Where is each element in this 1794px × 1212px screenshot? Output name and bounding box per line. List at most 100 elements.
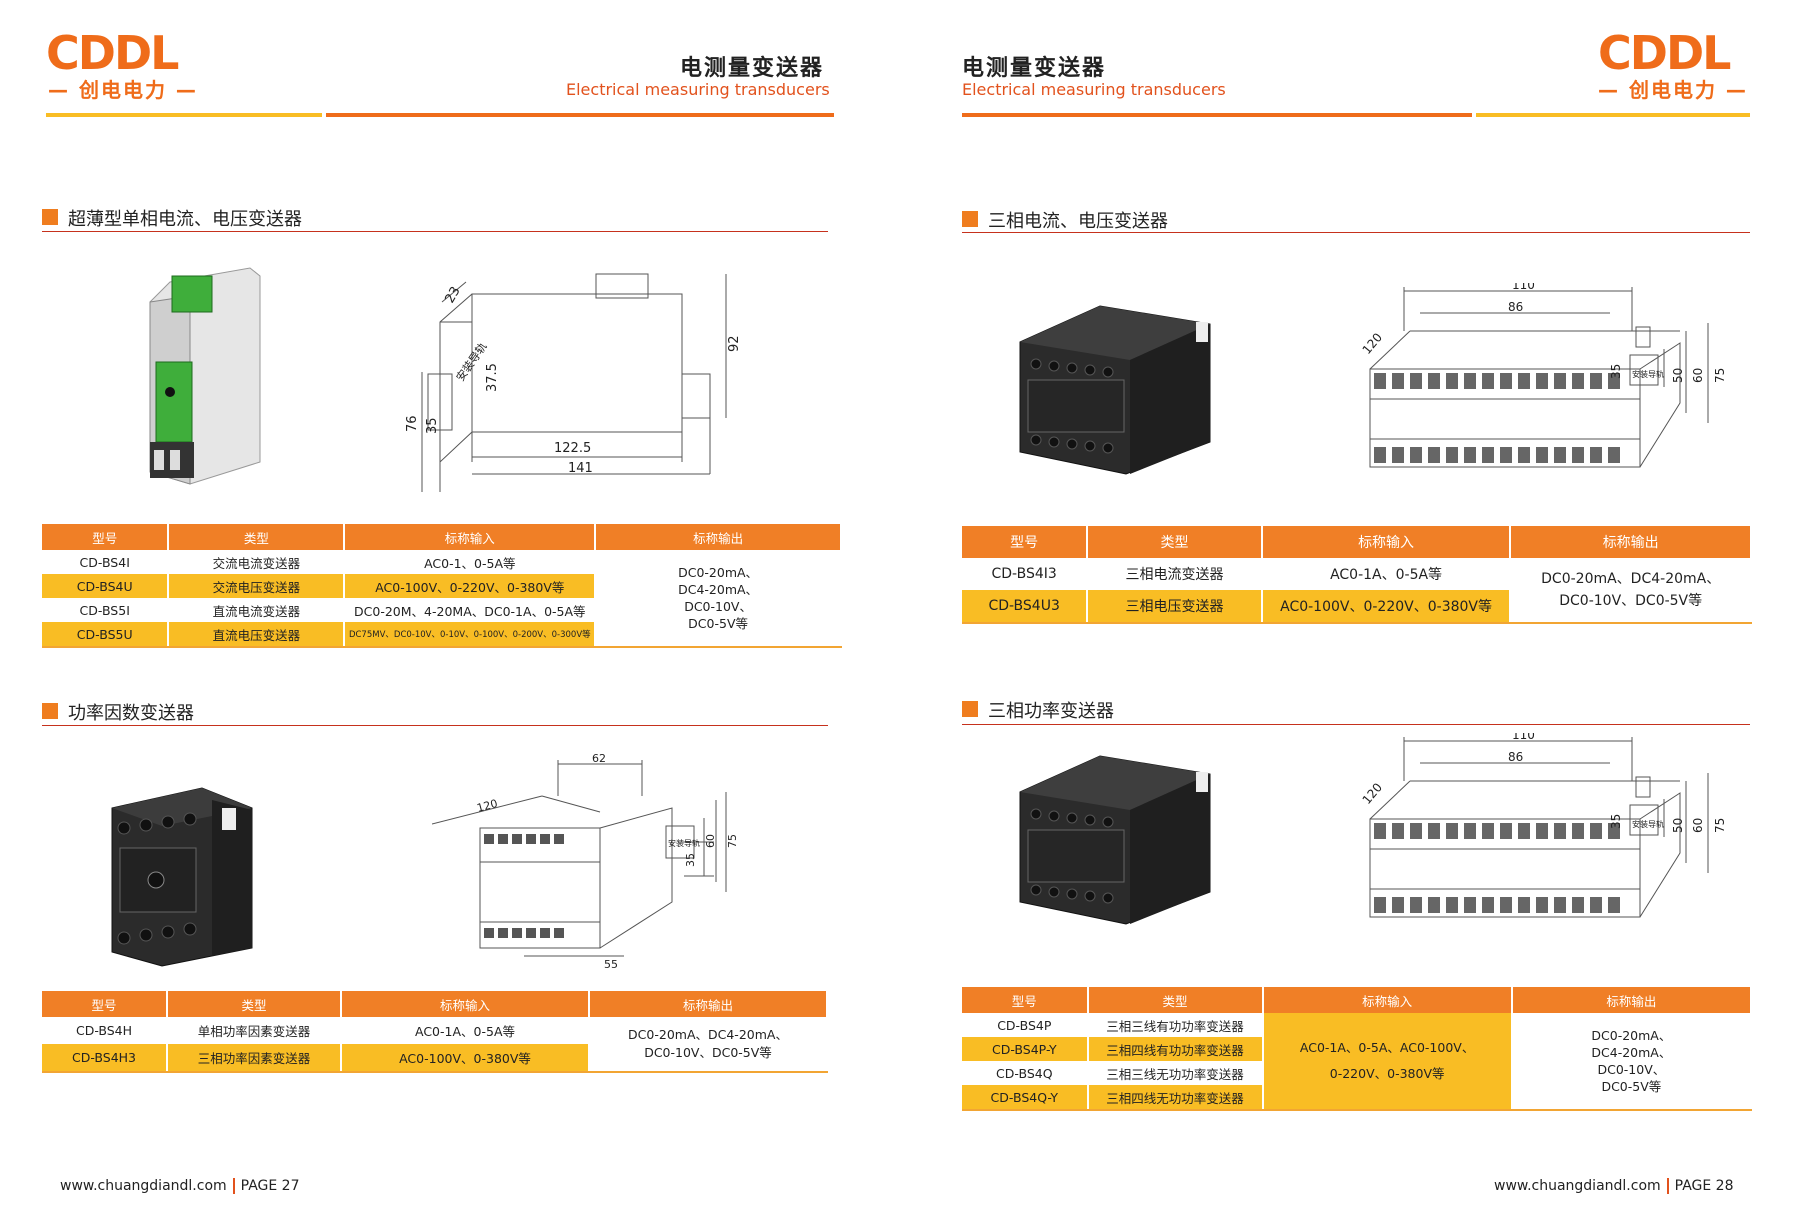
cell-model: CD-BS4P-Y — [962, 1037, 1089, 1061]
rail-label: 安装导轨 — [668, 838, 700, 848]
header-bar-left-yellow — [46, 113, 322, 117]
th-type: 类型 — [168, 524, 346, 550]
cell-model: CD-BS4U3 — [962, 590, 1089, 624]
dim-label: 75 — [1713, 368, 1727, 383]
spec-table-3: 型号 类型 标称输入 标称输出 CD-BS4I3 三相电流变送器 AC0-1A、… — [962, 526, 1752, 624]
th-input: 标称输入 — [344, 524, 597, 550]
dim-label: 75 — [726, 834, 739, 848]
footer-separator — [1666, 1178, 1669, 1194]
footer-right: www.chuangdiandl.com PAGE 28 — [1494, 1178, 1734, 1194]
cell-model: CD-BS4I3 — [962, 558, 1089, 590]
dim-label: 120 — [1360, 780, 1385, 807]
header-title-cn-left: 电测量变送器 — [680, 56, 825, 81]
dim-label: 35 — [684, 853, 697, 867]
cell-input: AC0-100V、0-380V等 — [341, 1044, 590, 1073]
th-input: 标称输入 — [1262, 987, 1513, 1013]
th-output: 标称输出 — [589, 991, 828, 1017]
input-line: 0-220V、0-380V等 — [1329, 1066, 1445, 1081]
footer-page: PAGE 28 — [1674, 1178, 1734, 1194]
output-line: DC0-10V、 — [684, 599, 752, 614]
output-line: DC0-10V、DC0-5V等 — [644, 1045, 772, 1060]
th-model: 型号 — [42, 524, 170, 550]
cell-type: 三相三线有功功率变送器 — [1087, 1013, 1264, 1037]
dimension-drawing-slim: 23 92 37.5 76 35 122.5 141 安装导轨 — [405, 273, 742, 492]
cell-type: 单相功率因素变送器 — [167, 1017, 342, 1044]
cell-input: AC0-1、0-5A等 — [344, 550, 597, 574]
cell-output: DC0-20mA、 DC4-20mA、 DC0-10V、 DC0-5V等 — [595, 550, 842, 648]
product-photo-slim — [149, 267, 261, 485]
section-title-3: 三相电流、电压变送器 — [988, 211, 1168, 232]
output-line: DC0-20mA、DC4-20mA、 — [628, 1027, 788, 1042]
cell-model: CD-BS4H3 — [42, 1044, 168, 1073]
cell-input: AC0-100V、0-220V、0-380V等 — [344, 574, 597, 598]
dim-label: 75 — [1713, 818, 1727, 833]
th-output: 标称输出 — [595, 524, 842, 550]
cell-type: 直流电流变送器 — [168, 598, 346, 622]
rail-label: 安装导轨 — [1632, 369, 1664, 379]
output-line: DC0-20mA、 — [678, 565, 759, 580]
footer-url[interactable]: www.chuangdiandl.com — [1494, 1178, 1661, 1194]
brand-sub-left: — 创电电力 — — [48, 78, 198, 102]
dim-label: 122.5 — [554, 441, 591, 456]
dim-label: 35 — [1609, 364, 1623, 379]
brand-sub-text: 创电电力 — [78, 78, 167, 102]
cell-output: DC0-20mA、DC4-20mA、 DC0-10V、DC0-5V等 — [589, 1017, 828, 1073]
dim-label: 37.5 — [485, 363, 500, 392]
dim-label: 110 — [1512, 733, 1535, 742]
product-photo-3phase-power — [1019, 755, 1211, 925]
cell-input: AC0-1A、0-5A、AC0-100V、 0-220V、0-380V等 — [1262, 1013, 1513, 1111]
footer-url[interactable]: www.chuangdiandl.com — [60, 1178, 227, 1194]
output-line: DC0-10V、DC0-5V等 — [1559, 593, 1703, 609]
dim-label: 60 — [1691, 368, 1705, 383]
cell-type: 三相四线有功功率变送器 — [1087, 1037, 1264, 1061]
cell-type: 交流电流变送器 — [168, 550, 346, 574]
cell-model: CD-BS4P — [962, 1013, 1089, 1037]
cell-model: CD-BS4I — [42, 550, 170, 574]
spec-table-2: 型号 类型 标称输入 标称输出 CD-BS4H 单相功率因素变送器 AC0-1A… — [42, 991, 828, 1073]
th-type: 类型 — [167, 991, 342, 1017]
footer-page: PAGE 27 — [240, 1178, 300, 1194]
cell-input: AC0-1A、0-5A等 — [1261, 558, 1512, 590]
header-title-en-left: Electrical measuring transducers — [566, 80, 830, 99]
dim-label: 50 — [1671, 368, 1685, 383]
dim-label: 50 — [1671, 818, 1685, 833]
cell-type: 三相功率因素变送器 — [167, 1044, 342, 1073]
th-model: 型号 — [962, 987, 1089, 1013]
section-title-1: 超薄型单相电流、电压变送器 — [68, 209, 302, 230]
dim-label: 23 — [442, 284, 463, 306]
dim-label: 60 — [1691, 818, 1705, 833]
dim-label: 86 — [1508, 750, 1523, 764]
output-line: DC0-20mA、 — [1591, 1028, 1672, 1043]
cell-input: AC0-1A、0-5A等 — [341, 1017, 590, 1044]
cell-model: CD-BS5U — [42, 622, 170, 648]
section-divider — [42, 725, 828, 726]
th-output: 标称输出 — [1510, 526, 1752, 558]
cell-output: DC0-20mA、 DC4-20mA、 DC0-10V、 DC0-5V等 — [1511, 1013, 1753, 1111]
dim-label: 86 — [1508, 300, 1523, 314]
footer-left: www.chuangdiandl.com PAGE 27 — [60, 1178, 300, 1194]
spec-table-1: 型号 类型 标称输入 标称输出 CD-BS4I 交流电流变送器 AC0-1、0-… — [42, 524, 842, 648]
dim-label: 120 — [1360, 330, 1385, 357]
cell-model: CD-BS4U — [42, 574, 170, 598]
header-title-en-right: Electrical measuring transducers — [962, 80, 1226, 99]
cell-type: 三相四线无功功率变送器 — [1087, 1085, 1264, 1111]
cell-model: CD-BS4Q — [962, 1061, 1089, 1085]
header-title-cn-right: 电测量变送器 — [962, 56, 1107, 81]
dimension-drawing-pf: 62 120 35 60 75 55 安装导轨 — [432, 752, 739, 971]
cell-type: 交流电压变送器 — [168, 574, 346, 598]
section-marker — [962, 211, 978, 227]
th-input: 标称输入 — [341, 991, 590, 1017]
dim-label: 76 — [405, 415, 420, 432]
dim-label: 110 — [1512, 283, 1535, 292]
section-divider — [962, 232, 1750, 233]
th-type: 类型 — [1087, 526, 1263, 558]
th-model: 型号 — [42, 991, 168, 1017]
th-output: 标称输出 — [1511, 987, 1753, 1013]
cell-model: CD-BS4H — [42, 1017, 168, 1044]
brand-sub-right: — 创电电力 — — [1598, 78, 1748, 102]
header-bar-right-yellow — [1476, 113, 1750, 117]
cell-type: 三相电压变送器 — [1087, 590, 1263, 624]
dimension-drawing-3phase-power: 110 86 120 35 50 60 75 安装导轨 — [1360, 733, 1727, 918]
th-type: 类型 — [1087, 987, 1264, 1013]
dim-label: 92 — [727, 335, 742, 352]
